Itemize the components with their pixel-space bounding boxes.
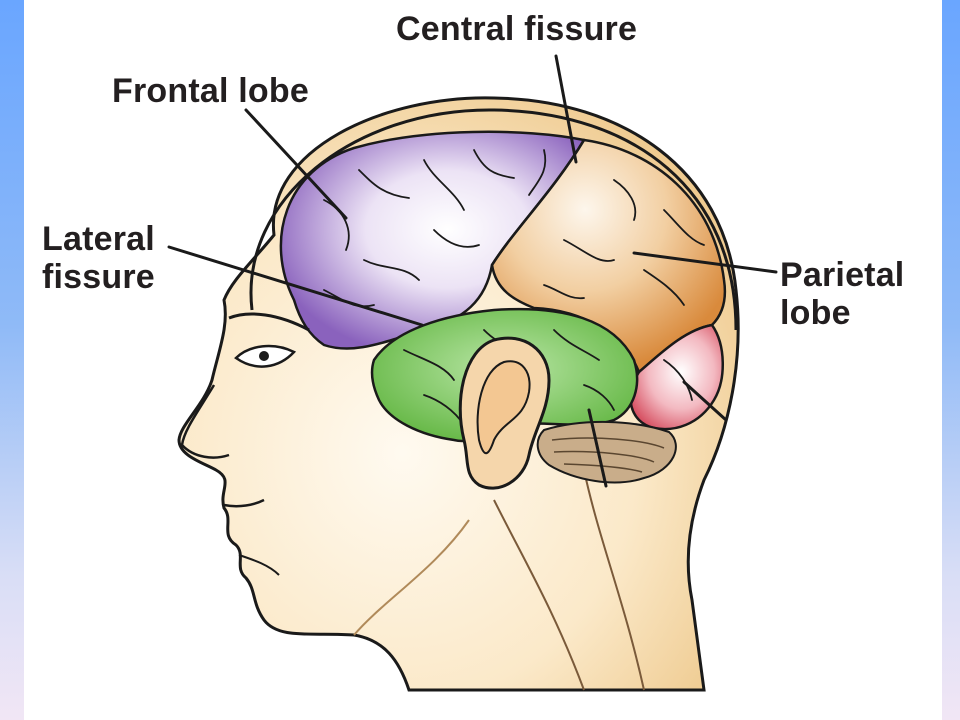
leader-central-fissure [554,54,578,164]
neck-line [493,499,585,691]
central-fissure-label: Central fissure [396,10,638,48]
leader-parietal-lobe [632,251,778,274]
cerebellum [536,421,677,484]
mouth [223,498,265,508]
head-brain-diagram [167,54,778,692]
skull-outline [249,108,738,331]
leader-lateral-fissure [167,245,424,327]
jaw-line [353,519,470,636]
eyebrow [228,312,310,332]
lateral-fissure-label: Lateral fissure [42,220,155,296]
parietal-lobe-label-line2: lobe [780,294,851,332]
lateral-fissure-label-line1: Lateral [42,220,155,258]
pupil [259,351,269,361]
lateral-fissure-label-line2: fissure [42,258,155,296]
central-fissure-line [490,139,586,266]
leader-lines [167,54,778,488]
ear-inner [476,360,531,455]
parietal-lobe-label: Parietal lobe [780,256,904,332]
leader-occipital [682,380,728,422]
frontal-lobe-label: Frontal lobe [112,72,309,110]
leader-cerebellum [587,408,608,488]
slide: Central fissure Frontal lobe Lateral fis… [24,0,942,720]
parietal-lobe-label-line1: Parietal [780,256,905,294]
chin [238,554,280,576]
nose [180,384,230,459]
cerebellum-folds [551,437,665,473]
leader-frontal-lobe [244,108,348,220]
neck-line-2 [583,469,645,691]
